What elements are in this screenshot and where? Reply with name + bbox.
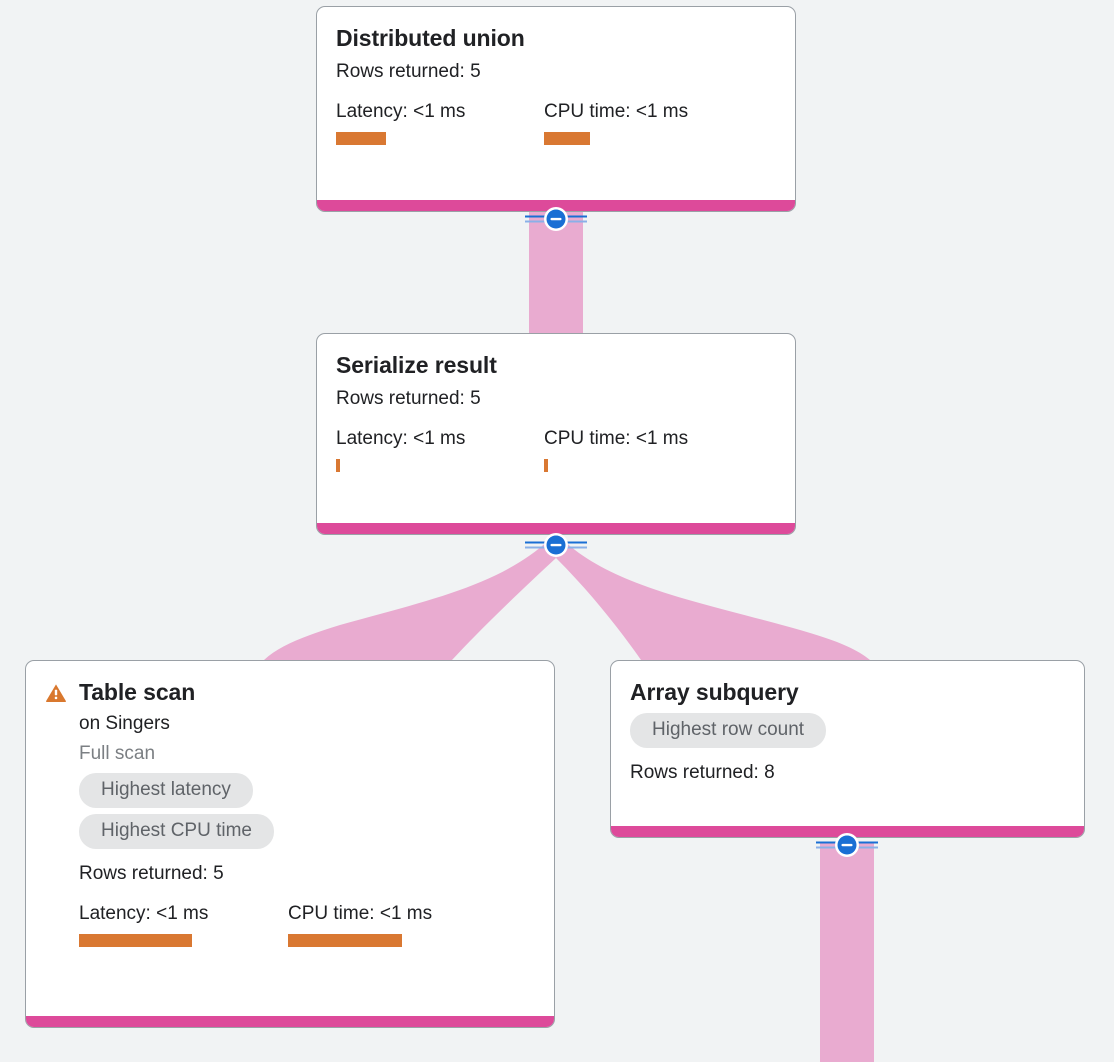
node-header: Table scan (45, 677, 535, 707)
node-title: Distributed union (336, 25, 525, 51)
latency-label: Latency: <1 ms (79, 903, 209, 924)
cpu-time-label: CPU time: <1 ms (544, 428, 689, 449)
node-title: Array subquery (630, 679, 799, 705)
latency-bar (336, 459, 340, 472)
cpu-time-label: CPU time: <1 ms (288, 903, 433, 924)
node-header: Serialize result (336, 350, 776, 380)
latency-metric: Latency: <1 ms (79, 902, 288, 947)
chip-row: Highest row count (630, 713, 1065, 754)
metrics-row: Latency: <1 ms CPU time: <1 ms (336, 100, 776, 145)
metrics-row: Latency: <1 ms CPU time: <1 ms (79, 902, 535, 947)
node-table-scan[interactable]: Table scan on Singers Full scan Highest … (25, 660, 555, 1028)
node-accent-bar (317, 523, 795, 534)
warning-triangle-icon (45, 682, 67, 704)
latency-label: Latency: <1 ms (336, 101, 466, 122)
node-accent-bar (26, 1016, 554, 1027)
collapse-toggle-distributed-union[interactable] (525, 207, 587, 231)
node-body: Serialize result Rows returned: 5 Latenc… (317, 334, 795, 523)
collapse-toggle-serialize-result[interactable] (525, 533, 587, 557)
cpu-time-bar (288, 934, 402, 947)
latency-label: Latency: <1 ms (336, 428, 466, 449)
cpu-metric: CPU time: <1 ms (544, 100, 688, 145)
node-serialize-result[interactable]: Serialize result Rows returned: 5 Latenc… (316, 333, 796, 535)
edge-serialize-result-to-table-scan (264, 540, 556, 660)
node-header: Distributed union (336, 23, 776, 53)
rows-returned-text: Rows returned: 5 (79, 863, 224, 884)
metrics-row: Latency: <1 ms CPU time: <1 ms (336, 427, 776, 472)
edge-array-subquery-to-child (820, 843, 874, 1062)
badge-highest-row-count: Highest row count (630, 713, 827, 748)
node-accent-bar (317, 200, 795, 211)
cpu-metric: CPU time: <1 ms (288, 902, 432, 947)
cpu-metric: CPU time: <1 ms (544, 427, 688, 472)
node-details: on Singers Full scan Highest latency Hig… (79, 710, 535, 947)
latency-metric: Latency: <1 ms (336, 100, 544, 145)
cpu-time-label: CPU time: <1 ms (544, 101, 689, 122)
node-title: Serialize result (336, 352, 497, 378)
latency-bar (79, 934, 192, 947)
node-title: Table scan (79, 679, 196, 705)
node-accent-bar (611, 826, 1084, 837)
edge-distributed-union-to-serialize-result (529, 212, 583, 340)
cpu-time-bar (544, 459, 548, 472)
rows-returned-text: Rows returned: 5 (336, 388, 481, 409)
node-body: Table scan on Singers Full scan Highest … (26, 661, 554, 1016)
node-body: Distributed union Rows returned: 5 Laten… (317, 7, 795, 200)
cpu-time-bar (544, 132, 590, 145)
edge-serialize-result-to-array-subquery (556, 540, 870, 660)
table-name-text: on Singers (79, 713, 170, 734)
node-body: Array subquery Highest row count Rows re… (611, 661, 1084, 826)
node-array-subquery[interactable]: Array subquery Highest row count Rows re… (610, 660, 1085, 838)
latency-metric: Latency: <1 ms (336, 427, 544, 472)
rows-returned-text: Rows returned: 5 (336, 61, 481, 82)
node-header: Array subquery (630, 677, 1065, 707)
scan-type-text: Full scan (79, 743, 156, 764)
node-distributed-union[interactable]: Distributed union Rows returned: 5 Laten… (316, 6, 796, 212)
rows-returned-text: Rows returned: 8 (630, 762, 775, 783)
badge-highest-latency: Highest latency (79, 773, 253, 808)
badge-highest-cpu-time: Highest CPU time (79, 814, 274, 849)
latency-bar (336, 132, 386, 145)
chip-row: Highest latency Highest CPU time (79, 773, 535, 855)
collapse-toggle-array-subquery[interactable] (816, 833, 878, 857)
